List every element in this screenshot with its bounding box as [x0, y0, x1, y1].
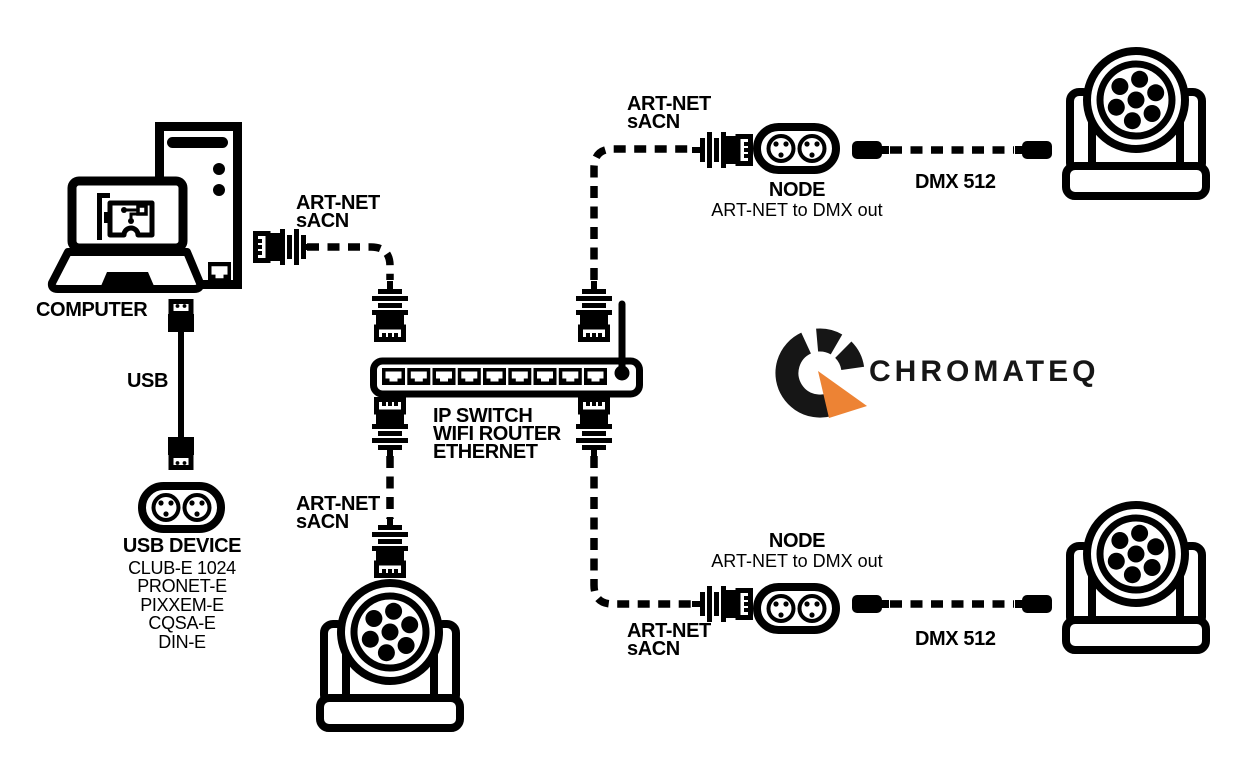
rj45-connector-icon — [692, 586, 751, 622]
model-item: DIN-E — [158, 631, 206, 652]
model-item: CLUB-E 1024 — [128, 558, 236, 578]
dmx-cable-top — [852, 141, 1052, 159]
model-item: PRONET-E — [137, 576, 227, 597]
artnet-label-switch-to-fixture: ART-NET sACN — [296, 493, 380, 533]
rj45-connector-icon — [692, 132, 751, 168]
chromateq-logo-text: CHROMATEQ — [869, 355, 1100, 388]
artnet-label-switch-to-node-top: ART-NET sACN — [627, 93, 711, 133]
model-item: CQSA-E — [148, 613, 216, 634]
usb-connector-icon — [168, 437, 194, 468]
artnet-label-computer-to-switch: ART-NET sACN — [296, 192, 380, 232]
node-bottom-title: NODE — [768, 530, 826, 552]
computer-icon — [47, 122, 242, 293]
network-card-icon — [97, 193, 155, 240]
usb-connector-icon — [168, 302, 194, 333]
node-top-title: NODE — [768, 179, 826, 201]
rj45-connector-icon — [256, 229, 315, 265]
usb-label: USB — [127, 370, 169, 392]
moving-head-light-bottom-right — [1066, 505, 1206, 650]
dmx-bottom-label: DMX 512 — [915, 628, 996, 650]
ethernet-cable-switch-to-node-top — [576, 132, 751, 340]
moving-head-light-top-right — [1066, 51, 1206, 196]
dmx-cable-bottom — [852, 595, 1052, 613]
rj45-connector-icon — [576, 281, 612, 340]
node-bottom-icon — [757, 587, 836, 630]
computer-label: COMPUTER — [36, 299, 148, 321]
model-item: PIXXEM-E — [140, 594, 224, 615]
usb-device-title: USB DEVICE — [122, 535, 242, 557]
node-top-icon — [757, 127, 836, 170]
moving-head-light-bottom-center — [320, 583, 460, 728]
dmx-connector-icon — [1015, 141, 1052, 159]
antenna-icon — [614, 300, 630, 381]
rj45-connector-icon — [372, 400, 408, 459]
rj45-connector-icon — [576, 400, 612, 459]
dmx-connector-icon — [1015, 595, 1052, 613]
usb-device-models: CLUB-E 1024 PRONET-E PIXXEM-E CQSA-E DIN… — [92, 559, 272, 651]
logo-arrow — [818, 371, 867, 418]
tower-ethernet-port-icon — [208, 262, 231, 283]
ethernet-cable-computer-to-switch — [256, 229, 409, 340]
chromateq-logo-icon — [775, 328, 867, 418]
usb-device-icon — [142, 486, 221, 529]
switch-label: IP SWITCH WIFI ROUTER ETHERNET — [433, 405, 561, 463]
artnet-label-switch-to-node-bottom: ART-NET sACN — [627, 620, 711, 660]
rj45-connector-icon — [372, 281, 408, 340]
ethernet-cable-switch-to-fixture — [372, 400, 408, 576]
usb-cable — [168, 302, 194, 468]
dmx-top-label: DMX 512 — [915, 171, 996, 193]
node-top-subtitle: ART-NET to DMX out — [711, 200, 883, 220]
node-bottom-subtitle: ART-NET to DMX out — [711, 551, 883, 571]
ip-switch-icon — [370, 300, 643, 398]
dmx-connector-icon — [852, 141, 889, 159]
dmx-connector-icon — [852, 595, 889, 613]
ethernet-cable-switch-to-node-bottom — [576, 400, 751, 623]
